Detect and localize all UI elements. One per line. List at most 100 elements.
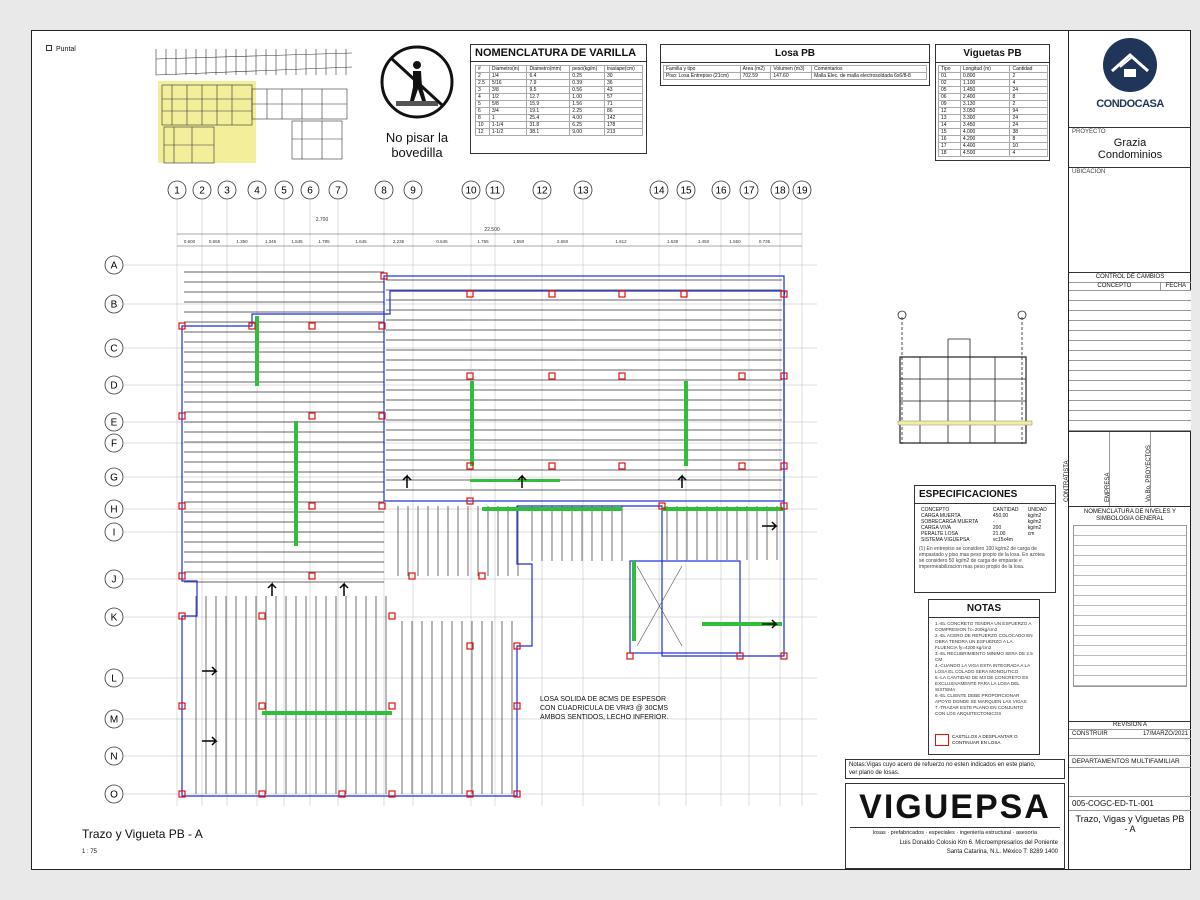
- castillo-marker: [408, 572, 416, 580]
- castillo-marker: [378, 322, 386, 330]
- castillo-marker: [248, 322, 256, 330]
- castillo-legend-icon: [935, 734, 949, 746]
- grid-label-row: H: [110, 505, 117, 516]
- castillo-marker: [178, 612, 186, 620]
- beam-horizontal: [702, 622, 782, 626]
- dimension-label: 0.655: [209, 239, 221, 244]
- castillo-marker: [466, 372, 474, 380]
- list-item: 2.-EL ACERO DE REFUERZO COLOCADO EN OBRA…: [935, 633, 1033, 650]
- castillo-marker: [388, 790, 396, 798]
- viguepsa-logo: VIGUEPSA: [859, 788, 1051, 826]
- nomenclatura-niveles-table: [1073, 525, 1187, 687]
- beam-vertical: [294, 421, 298, 546]
- table-row: SOBRECARGA MUERTA-kg/m2: [921, 519, 1042, 525]
- castillo-marker: [618, 462, 626, 470]
- castillo-marker: [736, 652, 744, 660]
- puntal-legend: Puntal: [46, 45, 76, 54]
- beam-vertical: [684, 381, 688, 466]
- nomenclatura-title: NOMENCLATURA DE VARILLA: [471, 45, 646, 62]
- void-cross: [636, 565, 683, 647]
- dimension-label: 0.600: [184, 239, 196, 244]
- castillo-marker: [308, 502, 316, 510]
- grid-bubble-row: [104, 569, 124, 589]
- grid-bubble-col: [192, 180, 212, 200]
- beam-horizontal: [482, 507, 622, 511]
- castillo-marker: [258, 612, 266, 620]
- castillo-marker: [780, 290, 788, 298]
- grid-label-col: 7: [335, 186, 341, 197]
- list-item: 4.-CUANDO LA VIGA ESTA INTEGRADA A LA LO…: [935, 663, 1030, 674]
- dimension-label: 1.765: [477, 239, 489, 244]
- arrow-icon: [762, 521, 778, 531]
- castillo-marker: [388, 702, 396, 710]
- beam-vertical: [470, 381, 474, 466]
- grid-bubble-col: [532, 180, 552, 200]
- notas-legend: CASTILLOS A DESPLANTAR O CONTINUAR EN LO…: [935, 734, 1035, 746]
- drawing-scale: 1 : 75: [82, 849, 98, 855]
- castillo-marker: [258, 702, 266, 710]
- castillo-marker: [780, 372, 788, 380]
- grid-bubble-row: [104, 412, 124, 432]
- castillo-marker: [178, 790, 186, 798]
- castillo-marker: [178, 702, 186, 710]
- grid-bubble-col: [461, 180, 481, 200]
- viguepsa-address-1: Luis Donaldo Colosio Km 6. Microempresar…: [899, 840, 1058, 846]
- revision-label: REVISION A: [1069, 721, 1191, 730]
- dimension-label: 1.450: [698, 239, 710, 244]
- revision-date: 17/MARZO/2021: [1142, 731, 1188, 737]
- grid-label-row: D: [110, 381, 117, 392]
- arrow-icon: [517, 474, 527, 488]
- company-block: CONDOCASA: [1069, 31, 1191, 128]
- grid-label-row: C: [110, 344, 117, 355]
- nomenclatura-niveles-title: NOMENCLATURA DE NIVELES Y SIMBOLOGIA GEN…: [1083, 509, 1177, 522]
- dimension-label: 1.550: [729, 239, 741, 244]
- dimension-label: 1.612: [615, 239, 627, 244]
- grid-label-row: N: [110, 752, 117, 763]
- status-badge: CONSTRUIR: [1072, 731, 1108, 737]
- grid-label-col: 10: [465, 186, 477, 197]
- grid-bubble-row: [104, 607, 124, 627]
- grid-label-row: L: [111, 674, 117, 685]
- key-plan-highlight: [158, 81, 256, 163]
- grid-label-col: 13: [577, 186, 589, 197]
- key-plan-svg: [155, 49, 353, 164]
- beam-horizontal: [662, 507, 784, 511]
- castillo-marker: [258, 790, 266, 798]
- grid-bubble-row: [104, 709, 124, 729]
- control-cambios-header: CONCEPTO FECHA: [1069, 283, 1191, 291]
- grid-label-row: I: [113, 528, 116, 539]
- castillo-marker: [738, 372, 746, 380]
- losa-title: Losa PB: [661, 45, 929, 63]
- grid-bubble-col: [274, 180, 294, 200]
- castillo-marker: [178, 322, 186, 330]
- grid-bubble-row: [104, 338, 124, 358]
- viguetas-title: Viguetas PB: [936, 45, 1049, 63]
- arrow-icon: [402, 474, 412, 488]
- arrow-icon: [267, 582, 277, 596]
- dimension-label: 1.638: [667, 239, 679, 244]
- company-name: CONDOCASA: [1096, 98, 1164, 110]
- castillo-marker: [178, 502, 186, 510]
- beam-vertical: [255, 316, 259, 386]
- grid-bubble-row: [104, 433, 124, 453]
- control-cambios-title: CONTROL DE CAMBIOS: [1069, 273, 1191, 283]
- grid-bubble-col: [403, 180, 423, 200]
- castillo-marker: [780, 462, 788, 470]
- grid-bubble-col: [711, 180, 731, 200]
- arrow-icon: [202, 666, 218, 676]
- arrow-icon: [339, 582, 349, 596]
- castillo-marker: [378, 502, 386, 510]
